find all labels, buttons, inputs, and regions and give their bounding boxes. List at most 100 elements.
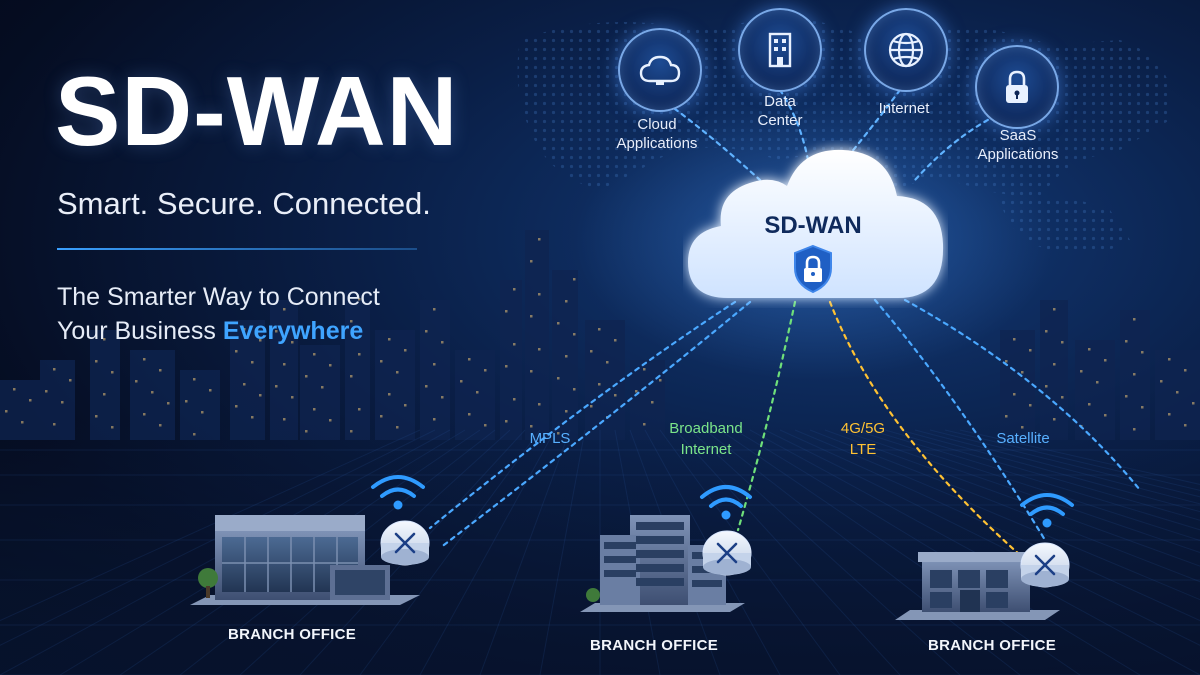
saas-applications-node [975,45,1059,129]
grid-line [959,429,1200,485]
skyline-window [441,341,444,344]
wifi-icon-1 [371,475,425,510]
link-mpls-2 [438,300,752,550]
grid-line [914,429,1200,505]
skyline-window [1013,338,1016,341]
skyline-window [185,400,188,403]
router-1 [380,520,430,566]
data-center-label: Data Center [757,93,803,129]
skyline-window [1133,373,1136,376]
skyline-building [345,290,370,440]
skyline-window [243,383,246,386]
skyline-window [159,369,162,372]
grid-line [704,429,1021,675]
skyline-window [1029,349,1032,352]
skyline-window [590,405,593,408]
skyline-window [1061,341,1064,344]
skyline-window [538,403,541,406]
skyline-window [329,364,332,367]
skyline-window [275,330,278,333]
shield-lock-icon [794,244,832,294]
skyline-window [433,308,436,311]
sd-wan-cloud-label: SD-WAN [764,212,862,239]
skyline-window [530,260,533,263]
skyline-window [643,368,646,371]
branch-office-label-2: BRANCH OFFICE [590,637,719,654]
skyline-window [321,386,324,389]
grid-line [674,429,901,675]
skyline-window [313,408,316,411]
skyline-window [565,410,568,413]
grid-line [809,429,1200,583]
globe-icon [888,32,924,68]
skyline-window [573,278,576,281]
link-mpls-1 [428,300,737,530]
skyline-window [69,379,72,382]
hero-divider [57,248,417,250]
skyline-building [1040,300,1068,440]
cloud-icon [639,55,681,85]
skyline-building [420,300,450,440]
skyline-window [13,388,16,391]
skyline-window [1013,393,1016,396]
skyline-window [358,408,361,411]
skyline-window [1053,418,1056,421]
skyline-window [1080,370,1083,373]
skyline-window [513,398,516,401]
skyline-window [283,418,286,421]
uplink-data-center [778,88,810,162]
skyline-building [500,280,522,440]
skyline-window [614,394,617,397]
skyline-window [1168,413,1171,416]
grid-line [929,429,1200,498]
hero-subtitle-line-2: Your Business Everywhere [57,314,380,348]
skyline-window [573,333,576,336]
skyline-window [557,377,560,380]
skyline-window [193,378,196,381]
hero-subtitle-prefix: Your Business [57,317,223,345]
grid-line [719,429,1081,675]
skyline-window [1160,380,1163,383]
skyline-window [251,361,254,364]
skyline-window [460,380,463,383]
skyline-window [530,370,533,373]
skyline-window [635,390,638,393]
skyline-window [530,315,533,318]
skyline-window [538,238,541,241]
skyline-building [270,300,298,440]
skyline-window [557,322,560,325]
skyline-window [404,404,407,407]
link-label-mpls: MPLS [529,430,571,447]
skyline-window [1141,351,1144,354]
skyline-window [1053,308,1056,311]
skyline-window [1184,369,1187,372]
cloud-applications-label: Cloud Applications [616,116,698,152]
branch-office-3 [895,552,1060,620]
hero-subtitle-accent: Everywhere [222,317,364,345]
skyline-window [538,293,541,296]
skyline-window [598,328,601,331]
skyline-window [151,391,154,394]
link-satellite-2 [903,298,1142,492]
skyline-window [433,363,436,366]
skyline-window [513,288,516,291]
skyline-window [651,401,654,404]
skyline-window [1141,406,1144,409]
branch-office-label-3: BRANCH OFFICE [928,637,1057,654]
internet-node [864,8,948,92]
skyline-window [505,365,508,368]
skyline-window [1096,381,1099,384]
skyline-window [1088,348,1091,351]
skyline-window [259,394,262,397]
skyline-window [235,350,238,353]
skyline-window [1021,371,1024,374]
hero-title: SD-WAN [55,56,459,166]
skyline-window [95,360,98,363]
skyline-window [259,339,262,342]
skyline-window [135,380,138,383]
skyline-window [1005,360,1008,363]
skyline-window [476,391,479,394]
skyline-window [1088,403,1091,406]
router-2 [702,530,752,576]
skyline-window [53,368,56,371]
